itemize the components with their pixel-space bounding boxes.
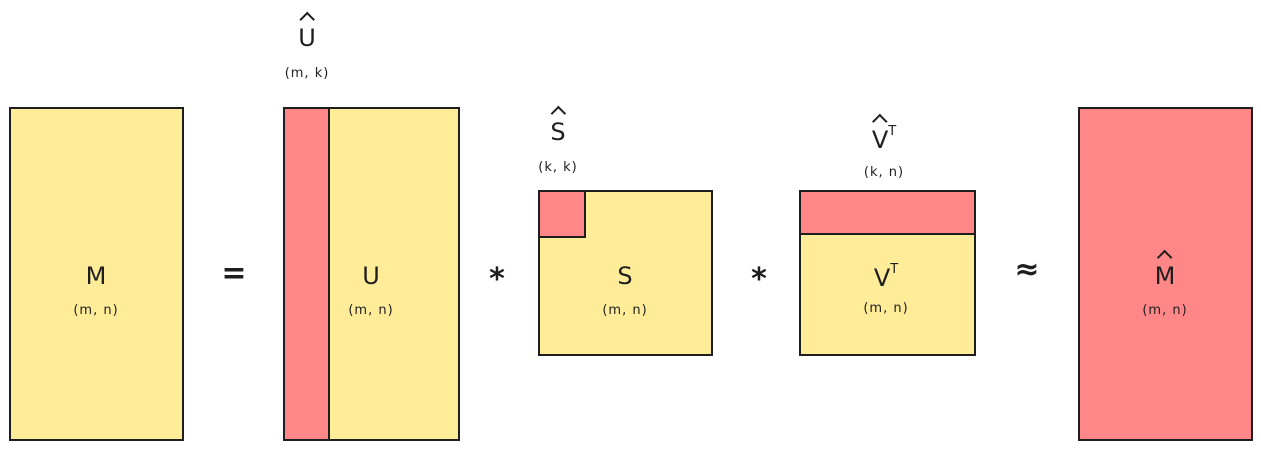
multiply-operator-1: * <box>489 262 505 297</box>
matrix-vt-hat-dims: (k, n) <box>863 165 905 180</box>
matrix-m-hat-label: M <box>1154 262 1176 290</box>
multiply-operator-2: * <box>751 262 767 297</box>
matrix-u-hat-label: U <box>298 24 316 52</box>
matrix-m-label: M <box>85 262 107 290</box>
matrix-vt-hat-band <box>799 190 976 235</box>
equals-operator: = <box>221 256 247 291</box>
matrix-m-hat-box <box>1078 107 1253 441</box>
matrix-s-hat-block <box>538 190 586 238</box>
matrix-m-dims: (m, n) <box>73 303 119 318</box>
matrix-vt-box <box>799 190 976 356</box>
matrix-s-dims: (m, n) <box>602 303 648 318</box>
matrix-u-dims: (m, n) <box>348 303 394 318</box>
matrix-vt-dims: (m, n) <box>863 301 909 316</box>
matrix-u-label: U <box>362 262 380 290</box>
matrix-m-box <box>9 107 184 441</box>
matrix-u-box <box>283 107 460 441</box>
matrix-s-label: S <box>617 262 633 290</box>
matrix-u-hat-column <box>283 107 330 441</box>
matrix-s-hat-label: S <box>550 118 566 146</box>
matrix-s-box <box>538 190 713 356</box>
matrix-vt-hat-label: VT <box>871 124 897 154</box>
matrix-u-hat-dims: (m, k) <box>284 66 330 81</box>
approx-operator: ≈ <box>1014 252 1040 287</box>
matrix-s-hat-dims: (k, k) <box>538 160 578 175</box>
matrix-vt-label: VT <box>873 262 899 292</box>
matrix-m-hat-dims: (m, n) <box>1142 303 1188 318</box>
